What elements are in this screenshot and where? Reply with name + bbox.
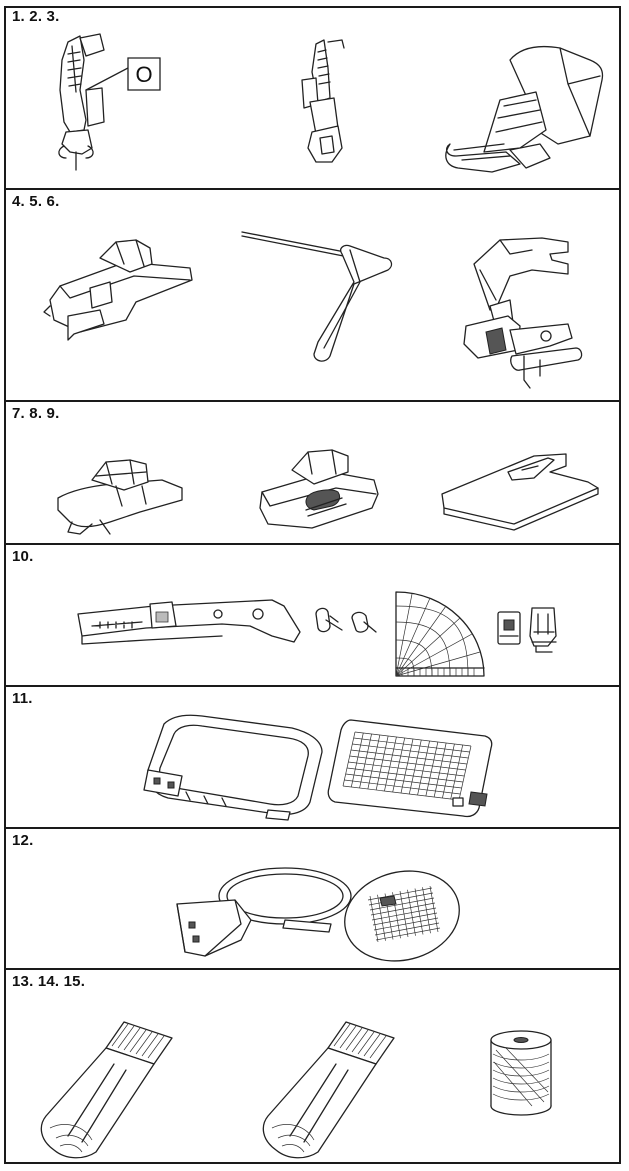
straight-stitch-plate-icon: [438, 448, 603, 528]
section-divider: [4, 968, 621, 970]
section-divider: [4, 827, 621, 829]
zigzag-foot-icon: [52, 450, 192, 535]
stabilizer-icon: [248, 1018, 398, 1163]
callout-o: O: [135, 62, 152, 87]
embroidery-sheet-small-icon: [340, 866, 465, 966]
quilting-foot-icon: [272, 38, 372, 178]
section-label-11: 11.: [12, 690, 33, 707]
section-divider: [4, 685, 621, 687]
walking-foot-icon: [440, 40, 610, 180]
section-divider: [4, 188, 621, 190]
section-label-10: 10.: [12, 548, 34, 565]
section-label-7: 7. 8. 9.: [12, 405, 60, 422]
section-label-12: 12.: [12, 832, 34, 849]
embroidery-sheet-large-icon: [325, 716, 495, 821]
stabilizer-icon: [26, 1018, 176, 1163]
section-divider: [4, 400, 621, 402]
section-label-13: 13. 14. 15.: [12, 973, 86, 990]
quarter-inch-foot-icon: [40, 228, 200, 343]
screw-icon: [312, 604, 382, 644]
embroidery-frame-large-icon: [142, 712, 327, 824]
bobbin-thread-icon: [488, 1028, 554, 1118]
seam-guide-icon: [238, 224, 398, 364]
page-frame: [4, 6, 621, 1164]
small-feet-icon: [496, 606, 562, 654]
circular-attachment-icon: [72, 592, 312, 662]
monogramming-foot-icon: [256, 444, 386, 539]
presser-foot-icon: O: [40, 30, 180, 185]
section-label-4: 4. 5. 6.: [12, 193, 60, 210]
quarter-circle-guide-icon: [392, 588, 492, 680]
section-label-1: 1. 2. 3.: [12, 8, 60, 25]
side-cutter-icon: [450, 230, 600, 390]
embroidery-frame-small-icon: [175, 864, 360, 964]
section-divider: [4, 543, 621, 545]
